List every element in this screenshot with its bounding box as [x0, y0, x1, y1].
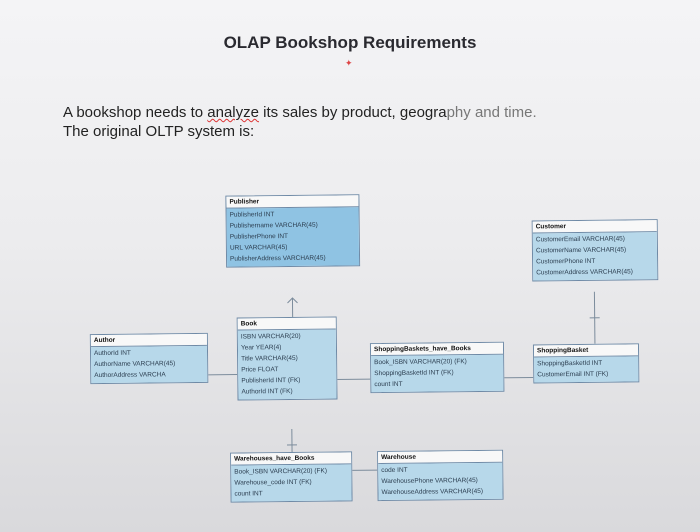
attribute-row: count INT — [234, 490, 263, 498]
entity-shopping-baskets-have-books[interactable]: ShoppingBaskets_have_Books Book_ISBN VAR… — [369, 341, 505, 394]
attribute-list: CustomerEmail VARCHAR(45) CustomerName V… — [532, 232, 658, 281]
attribute-row: AuthorId INT (FK) — [241, 387, 293, 396]
intro-line-1-fade: phy and time. — [446, 104, 537, 121]
entity-author[interactable]: Author AuthorId INT AuthorName VARCHAR(4… — [89, 332, 209, 385]
intro-line-1-mid: its sales by product, geogra — [258, 104, 447, 121]
link-publisher-book-marker — [287, 297, 298, 304]
er-diagram: Publisher PublisherId INT Publishername … — [83, 177, 687, 523]
attribute-row: AuthorAddress VARCHA — [94, 371, 166, 380]
attribute-list: Book_ISBN VARCHAR(20) (FK) ShoppingBaske… — [371, 354, 504, 393]
entity-publisher[interactable]: Publisher PublisherId INT Publishername … — [225, 194, 361, 268]
attribute-list: Book_ISBN VARCHAR(20) (FK) Warehouse_cod… — [231, 464, 352, 502]
intro-text: A bookshop needs to analyze its sales by… — [63, 103, 537, 141]
attribute-list: ISBN VARCHAR(20) Year YEAR(4) Title VARC… — [237, 329, 337, 400]
intro-line-1-pre: A bookshop needs to — [63, 104, 208, 121]
attribute-row: PublisherAddress VARCHAR(45) — [230, 254, 326, 263]
entity-book[interactable]: Book ISBN VARCHAR(20) Year YEAR(4) Title… — [236, 316, 338, 401]
intro-line-1: A bookshop needs to analyze its sales by… — [63, 103, 537, 122]
attribute-list: code INT WarehousePhone VARCHAR(45) Ware… — [378, 462, 503, 501]
attribute-row: WarehouseAddress VARCHAR(45) — [381, 487, 484, 497]
intro-line-2: The original OLTP system is: — [63, 123, 255, 140]
entity-title: Book — [237, 317, 336, 331]
entity-title: ShoppingBasket — [533, 344, 639, 358]
misspelled-word[interactable]: analyze — [207, 104, 259, 121]
attribute-row: CustomerEmail INT (FK) — [537, 370, 609, 379]
attribute-list: ShoppingBasketId INT CustomerEmail INT (… — [534, 356, 639, 383]
entity-shopping-basket[interactable]: ShoppingBasket ShoppingBasketId INT Cust… — [532, 343, 640, 384]
entity-warehouses-have-books[interactable]: Warehouses_have_Books Book_ISBN VARCHAR(… — [230, 451, 353, 503]
entity-warehouse[interactable]: Warehouse code INT WarehousePhone VARCHA… — [377, 449, 504, 502]
attribute-list: PublisherId INT Publishername VARCHAR(45… — [226, 207, 360, 267]
attribute-row: CustomerAddress VARCHAR(45) — [536, 268, 633, 277]
page-title: OLAP Bookshop Requirements — [223, 33, 477, 52]
cursor-mark: ✦ — [345, 58, 353, 68]
attribute-row: count INT — [374, 380, 403, 389]
attribute-list: AuthorId INT AuthorName VARCHAR(45) Auth… — [90, 345, 208, 384]
entity-customer[interactable]: Customer CustomerEmail VARCHAR(45) Custo… — [531, 219, 659, 282]
relationship-lines — [206, 291, 600, 471]
